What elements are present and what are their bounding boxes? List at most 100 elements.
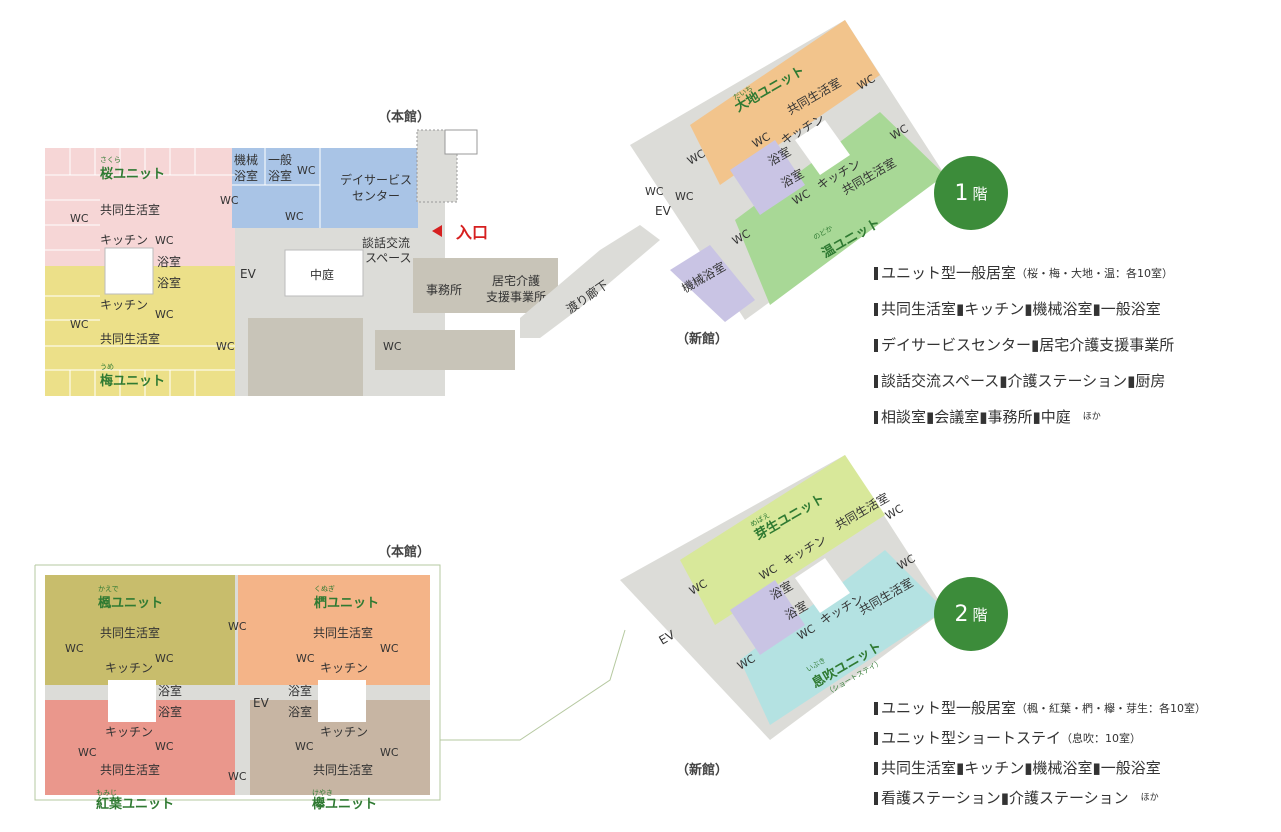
kyotaku-a: 居宅介護 — [492, 273, 540, 288]
legend-item: デイサービスセンター▮居宅介護支援事業所 — [874, 334, 1174, 356]
service-block-2 — [375, 330, 515, 370]
wc-label: WC — [285, 210, 304, 223]
danwa-b: スペース — [365, 251, 412, 265]
ev-label: EV — [655, 204, 672, 218]
wc-label: WC — [220, 194, 239, 207]
yoku-label: 浴室 — [288, 704, 312, 719]
kikai-yoku-area — [670, 245, 755, 322]
wc-label: WC — [380, 642, 399, 655]
ippan-a: 一般 — [268, 152, 292, 167]
ume-unit-label: 梅ユニット — [100, 373, 165, 389]
legend-item: 共同生活室▮キッチン▮機械浴室▮一般浴室 — [874, 757, 1206, 779]
ev-label: EV — [253, 696, 270, 710]
ibuki-unit-area — [740, 550, 945, 725]
day-service-b: センター — [352, 189, 400, 203]
kikai-a: 機械 — [234, 152, 258, 167]
legend-item: 相談室▮会議室▮事務所▮中庭ほか — [874, 406, 1174, 428]
kyotaku-b: 支援事業所 — [486, 290, 546, 304]
wc-label: WC — [380, 746, 399, 759]
legend-item: 談話交流スペース▮介護ステーション▮厨房 — [874, 370, 1174, 392]
floor1-honkan-label: （本館） — [378, 109, 430, 125]
wc-label: WC — [155, 652, 174, 665]
ume-kitchen: キッチン — [100, 298, 148, 312]
mebae-unit-area — [680, 455, 885, 625]
wc-label: WC — [675, 190, 694, 203]
keyaki-kitchen: キッチン — [320, 725, 368, 739]
sakura-unit-area — [45, 148, 235, 266]
floor1-shinkan-label: （新館） — [676, 331, 728, 347]
wc-label: WC — [228, 620, 247, 633]
light-well — [318, 680, 366, 722]
floor2-honkan-labels: （本館） かえで 楓ユニット くぬぎ 椚ユニット 共同生活室 共同生活室 WC … — [65, 544, 430, 812]
wc-label: WC — [155, 740, 174, 753]
wc-label: WC — [228, 770, 247, 783]
momiji-unit-label: 紅葉ユニット — [96, 796, 174, 812]
kaede-unit-area — [45, 575, 235, 685]
service-block — [248, 318, 363, 396]
nodoka-unit-area — [735, 112, 945, 305]
wc-label: WC — [155, 234, 174, 247]
daichi-unit-area — [690, 20, 880, 185]
floor1-honkan — [45, 129, 558, 396]
entrance-label: 入口 — [456, 223, 489, 242]
ippan-b: 浴室 — [268, 168, 292, 183]
wc-label: WC — [78, 746, 97, 759]
day-service-area — [232, 148, 418, 228]
yoku-label: 浴室 — [157, 254, 181, 269]
floor1-shinkan — [630, 20, 945, 322]
legend-item: ユニット型一般居室（桜・梅・大地・温：各10室） — [874, 262, 1174, 284]
yoku-label: 浴室 — [158, 683, 182, 698]
floor1-honkan-labels: （本館） さくら 桜ユニット 共同生活室 キッチン WC WC 浴室 浴室 キッ… — [70, 109, 546, 389]
floor2-number: 2 — [954, 601, 969, 627]
legend-item: ユニット型ショートステイ（息吹：10室） — [874, 727, 1206, 749]
momiji-kyodo: 共同生活室 — [100, 762, 160, 777]
ev-label: EV — [240, 267, 257, 281]
momiji-ruby: もみじ — [96, 789, 117, 797]
wc-label: WC — [70, 212, 89, 225]
yoku-label: 浴室 — [158, 704, 182, 719]
kaede-unit-label: 楓ユニット — [98, 595, 163, 611]
legend-item: 共同生活室▮キッチン▮機械浴室▮一般浴室 — [874, 298, 1174, 320]
floor2-kanji: 階 — [972, 605, 988, 624]
day-service-a: デイサービス — [340, 172, 412, 187]
kunugi-unit-label: 椚ユニット — [314, 595, 379, 611]
legend-item: ユニット型一般居室（楓・紅葉・椚・欅・芽生：各10室） — [874, 697, 1206, 719]
wc-label: WC — [645, 185, 664, 198]
momiji-kitchen: キッチン — [105, 725, 153, 739]
ume-kyodo: 共同生活室 — [100, 331, 160, 346]
kunugi-kyodo: 共同生活室 — [313, 625, 373, 640]
floor1-number: 1 — [954, 180, 969, 206]
floor2-honkan — [45, 575, 430, 795]
sakura-ruby: さくら — [100, 156, 121, 164]
shinkan1-light-well — [795, 120, 850, 175]
ume-ruby: うめ — [100, 363, 114, 371]
legend-item: 看護ステーション▮介護ステーションほか — [874, 787, 1206, 809]
floor2-corridor-outline — [440, 629, 626, 741]
jimusho-label: 事務所 — [426, 283, 462, 297]
keyaki-unit-label: 欅ユニット — [312, 796, 377, 812]
room-grid — [45, 148, 321, 396]
entrance-sign — [444, 129, 478, 155]
floor1-kanji: 階 — [972, 184, 988, 203]
kunugi-unit-area — [238, 575, 430, 685]
wc-label: WC — [296, 652, 315, 665]
bath2-area — [730, 580, 805, 655]
wc-label: WC — [216, 340, 235, 353]
kaede-kyodo: 共同生活室 — [100, 625, 160, 640]
shinkan2-light-well — [795, 558, 850, 613]
kunugi-ruby: くぬぎ — [314, 584, 335, 593]
entrance-canopy — [416, 129, 458, 203]
light-well — [108, 680, 156, 722]
yoku-label: 浴室 — [157, 275, 181, 290]
sakura-unit-label: 桜ユニット — [100, 166, 165, 182]
sakura-kyodo: 共同生活室 — [100, 202, 160, 217]
wc-label: WC — [295, 740, 314, 753]
floor2-shinkan-label: （新館） — [676, 762, 728, 778]
bath1-area — [730, 140, 805, 215]
floor2-honkan-label: （本館） — [378, 544, 430, 560]
wc-label: WC — [297, 164, 316, 177]
danwa-a: 談話交流 — [362, 235, 410, 250]
